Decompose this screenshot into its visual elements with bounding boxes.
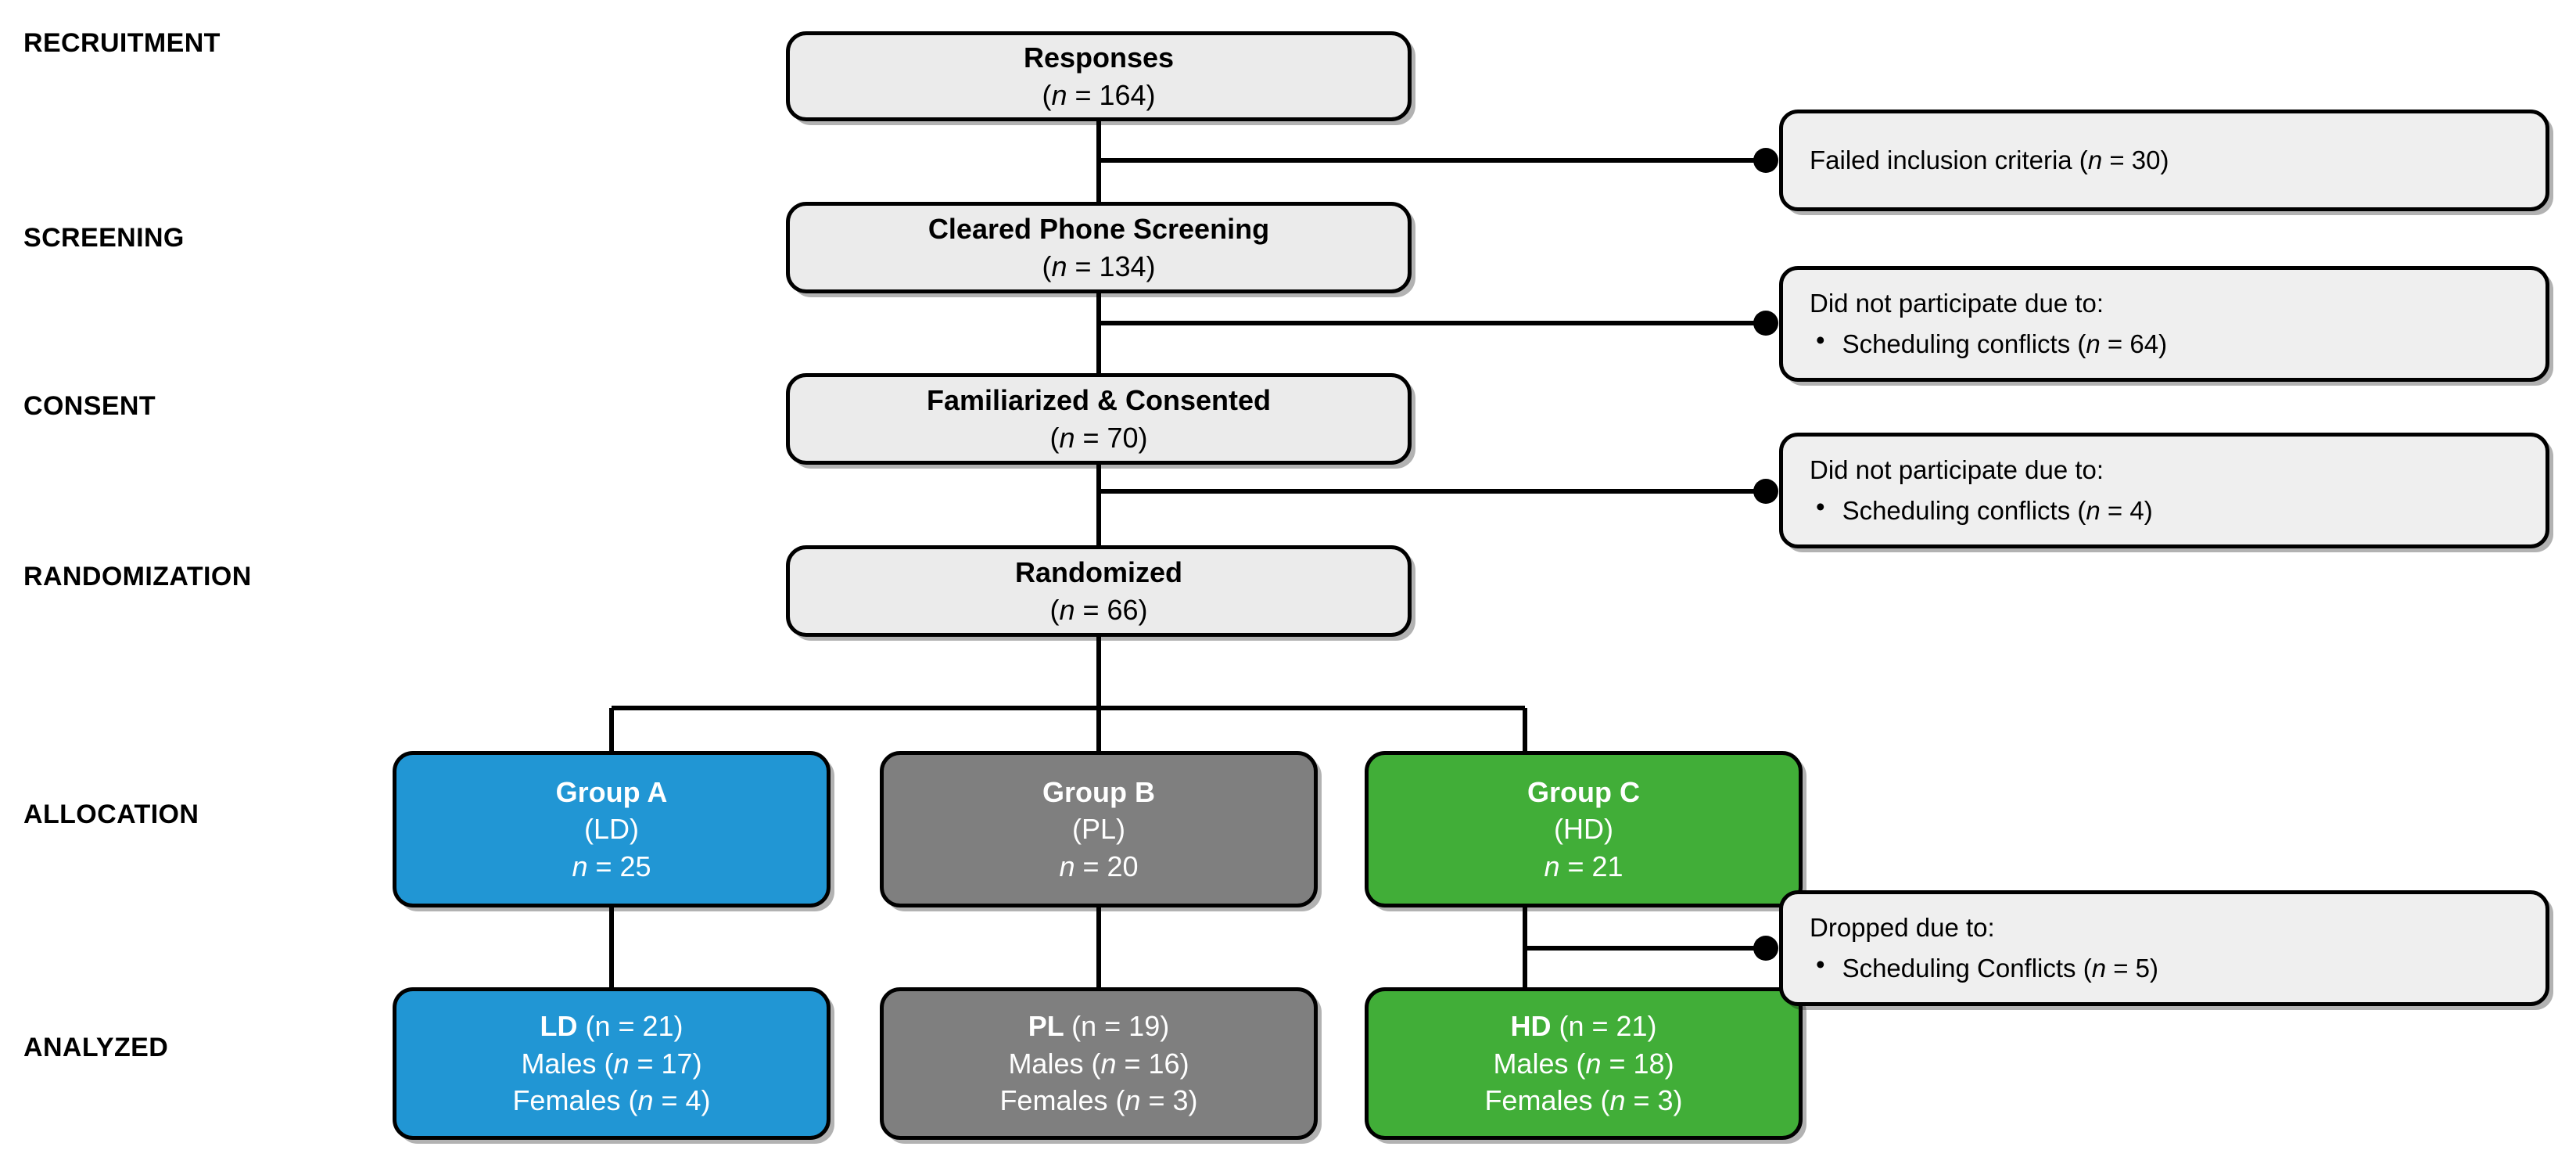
node-screened-title: Cleared Phone Screening [927,212,1270,245]
node-randomized[interactable]: Randomized (n = 66) [786,545,1412,637]
node-randomized-title: Randomized [1014,555,1182,588]
analyzed-ld-males: Males (n = 17) [521,1047,702,1080]
node-screened-count: (n = 134) [1042,250,1156,282]
note-64-head: Did not participate due to: [1810,289,2104,318]
stage-label-consent: CONSENT [23,391,156,421]
bullet-icon: • [1816,325,1825,354]
stage-label-screening: SCREENING [23,223,185,253]
node-randomized-count: (n = 66) [1049,593,1148,626]
node-responses[interactable]: Responses (n = 164) [786,31,1412,121]
analyzed-pl-males: Males (n = 16) [1008,1047,1189,1080]
group-c-title: Group C [1527,775,1640,808]
stage-label-recruitment: RECRUITMENT [23,28,221,58]
group-a-arm: (LD) [584,813,639,846]
note-4-bullet-text: Scheduling conflicts (n = 4) [1842,496,2153,525]
note-did-not-participate-64[interactable]: Did not participate due to: • Scheduling… [1779,266,2549,382]
analyzed-hd-count: (n = 21) [1559,1010,1657,1043]
node-analyzed-ld[interactable]: LD (n = 21) Males (n = 17) Females (n = … [393,987,831,1140]
analyzed-ld-count: (n = 21) [585,1010,683,1043]
note-failed-inclusion-text: Failed inclusion criteria (n = 30) [1810,146,2169,175]
group-a-count: n = 25 [572,850,651,882]
group-a-title: Group A [555,775,668,808]
analyzed-pl-title: PL (n = 19) [1028,1008,1169,1045]
analyzed-hd-title: HD (n = 21) [1510,1008,1656,1045]
bullet-icon: • [1816,492,1825,521]
node-consented-count: (n = 70) [1049,421,1148,454]
note-4-head: Did not participate due to: [1810,455,2104,485]
node-analyzed-hd[interactable]: HD (n = 21) Males (n = 18) Females (n = … [1365,987,1803,1140]
node-responses-title: Responses [1023,41,1175,74]
note-64-bullet-row: • Scheduling conflicts (n = 64) [1810,327,2167,361]
analyzed-ld-females: Females (n = 4) [512,1084,711,1117]
node-cleared-phone-screening[interactable]: Cleared Phone Screening (n = 134) [786,202,1412,293]
group-c-arm: (HD) [1554,813,1613,846]
analyzed-hd-label: HD [1510,1010,1552,1043]
analyzed-ld-label: LD [540,1010,578,1043]
node-consented-title: Familiarized & Consented [926,383,1272,416]
node-group-c[interactable]: Group C (HD) n = 21 [1365,751,1803,907]
group-b-count: n = 20 [1059,850,1139,882]
analyzed-hd-females: Females (n = 3) [1484,1084,1683,1117]
note-failed-inclusion-criteria[interactable]: Failed inclusion criteria (n = 30) [1779,110,2549,211]
note-dropped-bullet-row: • Scheduling Conflicts (n = 5) [1810,951,2158,986]
node-group-a[interactable]: Group A (LD) n = 25 [393,751,831,907]
analyzed-pl-count: (n = 19) [1071,1010,1170,1043]
analyzed-hd-males: Males (n = 18) [1493,1047,1674,1080]
note-dropped-5[interactable]: Dropped due to: • Scheduling Conflicts (… [1779,890,2549,1006]
analyzed-ld-title: LD (n = 21) [540,1008,683,1045]
note-64-bullet-text: Scheduling conflicts (n = 64) [1842,329,2168,358]
node-group-b[interactable]: Group B (PL) n = 20 [880,751,1318,907]
bullet-icon: • [1816,950,1825,979]
note-dropped-head: Dropped due to: [1810,913,1995,943]
note-dropped-bullet-text: Scheduling Conflicts (n = 5) [1842,954,2159,983]
node-responses-count: (n = 164) [1042,78,1156,111]
note-4-bullet-row: • Scheduling conflicts (n = 4) [1810,494,2153,528]
stage-label-allocation: ALLOCATION [23,800,199,829]
stage-label-analyzed: ANALYZED [23,1033,169,1062]
group-b-title: Group B [1042,775,1155,808]
group-b-arm: (PL) [1071,813,1125,846]
analyzed-pl-label: PL [1028,1010,1064,1043]
node-analyzed-pl[interactable]: PL (n = 19) Males (n = 16) Females (n = … [880,987,1318,1140]
note-did-not-participate-4[interactable]: Did not participate due to: • Scheduling… [1779,433,2549,548]
stage-label-randomization: RANDOMIZATION [23,562,252,591]
group-c-count: n = 21 [1544,850,1623,882]
analyzed-pl-females: Females (n = 3) [999,1084,1198,1117]
node-familiarized-consented[interactable]: Familiarized & Consented (n = 70) [786,373,1412,465]
